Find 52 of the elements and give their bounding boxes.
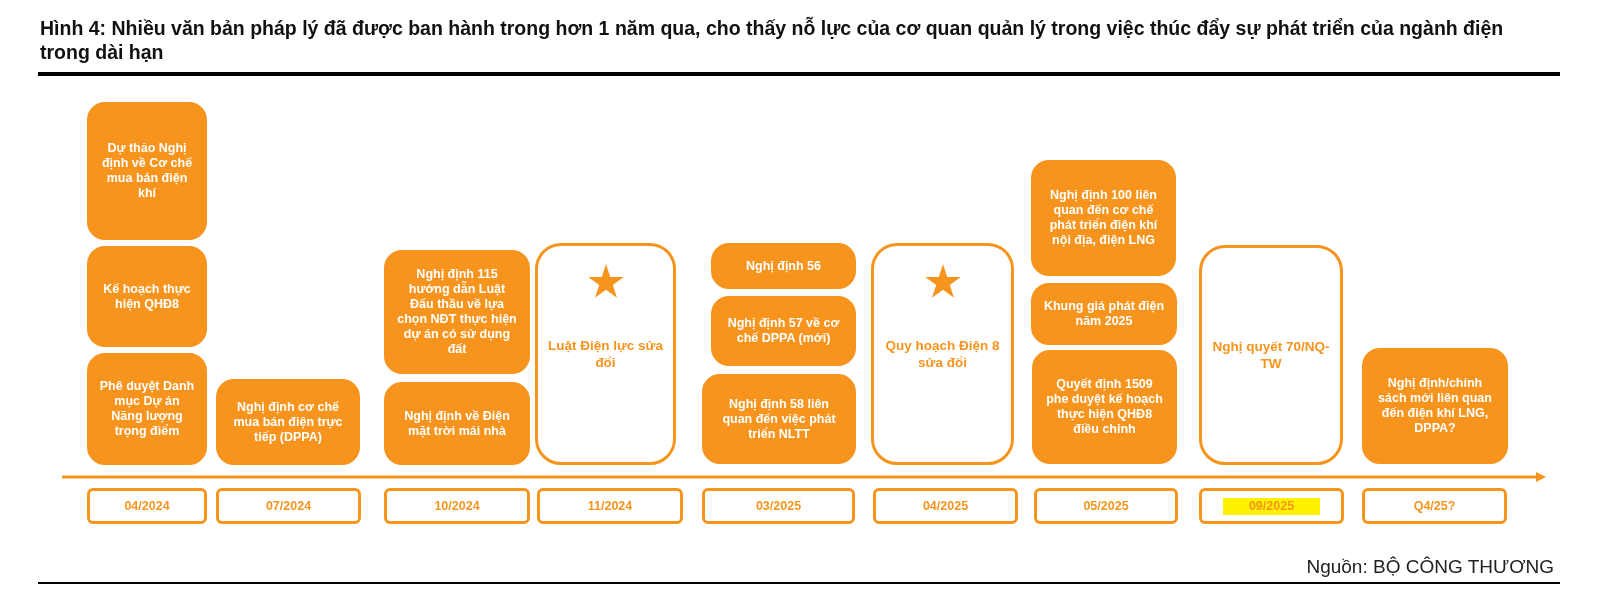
date-box [384, 488, 530, 524]
source-caption: Nguồn: BỘ CÔNG THƯƠNG [1306, 556, 1554, 578]
event-box [87, 102, 207, 240]
date-label: 05/2025 [1083, 498, 1129, 514]
event-text: Nghị quyết 70/NQ-TW [1212, 338, 1330, 372]
date-box [1199, 488, 1344, 524]
event-text: Nghị định 115 hướng dẫn Luật Đấu thầu về lựa chọn NĐT thực hiện dự án có sử dụng đất [396, 267, 518, 357]
event-box [1032, 350, 1177, 464]
date-label: 04/2024 [124, 498, 170, 514]
date-label: 11/2024 [587, 498, 633, 514]
date-label: 03/2025 [755, 498, 802, 514]
event-box [216, 379, 360, 465]
event-text: Khung giá phát điện năm 2025 [1043, 299, 1165, 329]
date-box [537, 488, 683, 524]
figure-title: Hình 4: Nhiều văn bản pháp lý đã được ban hành trong hơn 1 năm qua, cho thấy nỗ lực của cơ quan quản lý trong việc thúc đẩy sự phát triển của ngành điện trong dài hạn [40, 16, 1505, 64]
date-box [702, 488, 855, 524]
event-text: Nghị định về Điện mặt trời mái nhà [403, 408, 511, 439]
date-box [216, 488, 361, 524]
event-text: Phê duyệt Danh mục Dự án Năng lượng trọng điểm [99, 379, 195, 439]
event-text: Nghị định/chính sách mới liên quan đến điện khí LNG, DPPA? [1377, 376, 1493, 436]
date-box [1034, 488, 1178, 524]
event-text: Nghị định 58 liên quan đến việc phát triển NLTT [721, 396, 837, 442]
date-box [1362, 488, 1507, 524]
date-label: 09/2025 [1222, 497, 1321, 515]
event-text: Quy hoạch Điện 8 sửa đổi [884, 337, 1001, 371]
date-box [873, 488, 1018, 524]
date-label: 10/2024 [434, 498, 480, 514]
event-box [384, 250, 530, 374]
highlight-event-box [1199, 245, 1343, 465]
date-label: 07/2024 [265, 498, 312, 514]
highlight-event-box [871, 243, 1014, 465]
event-box [711, 296, 856, 366]
event-box [1362, 348, 1508, 464]
highlight-event-box [535, 243, 676, 465]
event-box [384, 382, 530, 465]
event-box [87, 353, 207, 465]
event-text: Luật Điện lực sửa đổi [548, 337, 663, 371]
event-text: Nghị định 57 về cơ chế DPPA (mới) [726, 316, 841, 346]
event-text: Dự thảo Nghị định về Cơ chế mua bán điện khí [100, 141, 194, 201]
event-text: Nghị định 56 [746, 258, 821, 274]
event-box [1031, 283, 1177, 345]
event-text: Quyết định 1509 phe duyệt kế hoạch thực hiện QHĐ8 điều chỉnh [1045, 377, 1164, 437]
date-label: Q4/25? [1413, 498, 1456, 514]
event-box [702, 374, 856, 464]
event-box [87, 246, 207, 347]
event-box [711, 243, 856, 289]
event-text: Kế hoạch thực hiện QHĐ8 [102, 281, 192, 312]
event-box [1031, 160, 1176, 276]
event-text: Nghị định cơ chế mua bán điện trực tiếp (DPPA) [232, 399, 344, 445]
date-box [87, 488, 207, 524]
event-text: Nghị định 100 liên quan đến cơ chế phát triển điện khí nội địa, điện LNG [1048, 188, 1159, 248]
date-label: 04/2025 [922, 498, 969, 514]
